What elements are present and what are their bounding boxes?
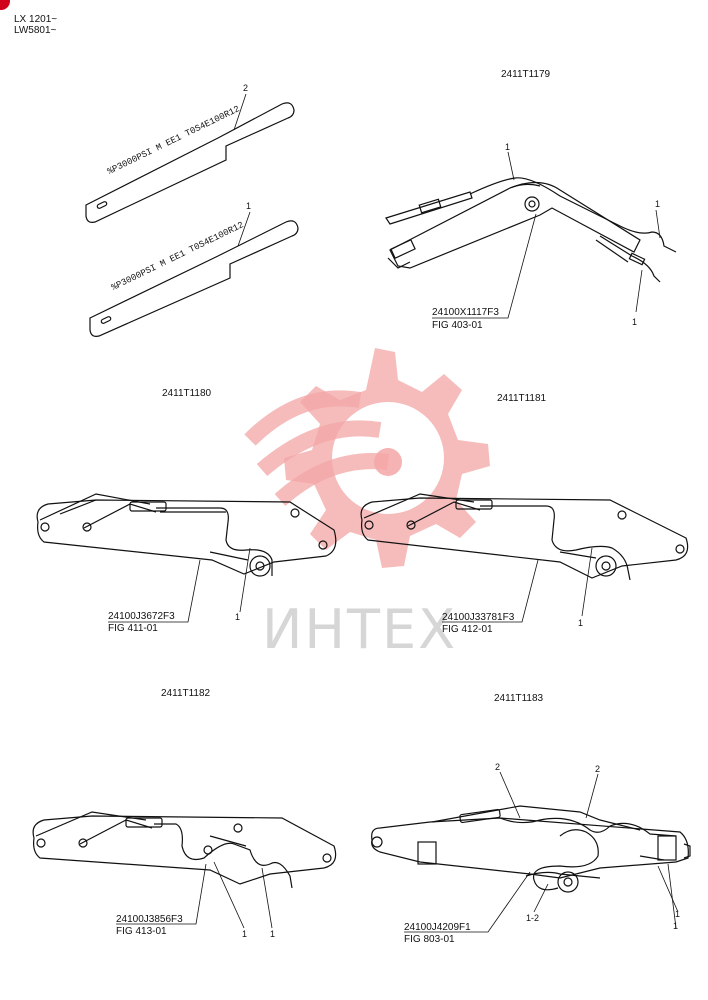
fig-a-callout-1c: 1	[632, 317, 638, 327]
model-range-line2: LW5801~	[14, 25, 57, 36]
fig-d-fig-ref: FIG 413-01	[116, 926, 167, 937]
fig-c-fig-ref: FIG 412-01	[442, 624, 493, 635]
fig-c-part-number: 24100J33781F3	[442, 612, 515, 623]
fig-e-callout-2a: 2	[495, 762, 501, 772]
fig-b-part-number: 24100J3672F3	[108, 611, 175, 622]
fig-a-fig-ref: FIG 403-01	[432, 320, 483, 331]
corner-marker	[0, 0, 10, 10]
fig-b-fig-ref: FIG 411-01	[108, 623, 158, 634]
fig-a-callout-1a: 1	[505, 142, 511, 152]
fig-a-part-number: 24100X1117F3	[432, 307, 499, 318]
fig-e-part-number: 24100J4209F1	[404, 922, 471, 933]
fig-e-callout-1-2: 1-2	[526, 913, 540, 923]
fig-c-code: 2411T1181	[497, 393, 547, 404]
fig-d-callout-1b: 1	[270, 929, 276, 939]
tag1-callout: 1	[246, 201, 252, 211]
fig-e-callout-2b: 2	[595, 764, 601, 774]
fig-a-callout-1b: 1	[655, 199, 661, 209]
fig-e-callout-1a: 1	[675, 909, 681, 919]
watermark-text: ИНТЕХ	[262, 598, 458, 661]
fig-c-callout-1: 1	[578, 618, 584, 628]
fig-d-code: 2411T1182	[161, 688, 211, 699]
fig-e-fig-ref: FIG 803-01	[404, 934, 455, 945]
fig-d-callout-1a: 1	[242, 929, 248, 939]
fig-d-part-number: 24100J3856F3	[116, 914, 183, 925]
hose-tag-2	[85, 102, 295, 223]
fig-a-code: 2411T1179	[501, 69, 551, 80]
tag2-callout: 2	[243, 83, 249, 93]
fig-e-code: 2411T1183	[494, 693, 544, 704]
fig-b-code: 2411T1180	[162, 388, 212, 399]
fig-e-callout-1b: 1	[673, 921, 679, 931]
hose-tag-1	[89, 220, 299, 337]
model-range-line1: LX 1201~	[14, 14, 58, 25]
fig-b-callout-1: 1	[235, 612, 241, 622]
